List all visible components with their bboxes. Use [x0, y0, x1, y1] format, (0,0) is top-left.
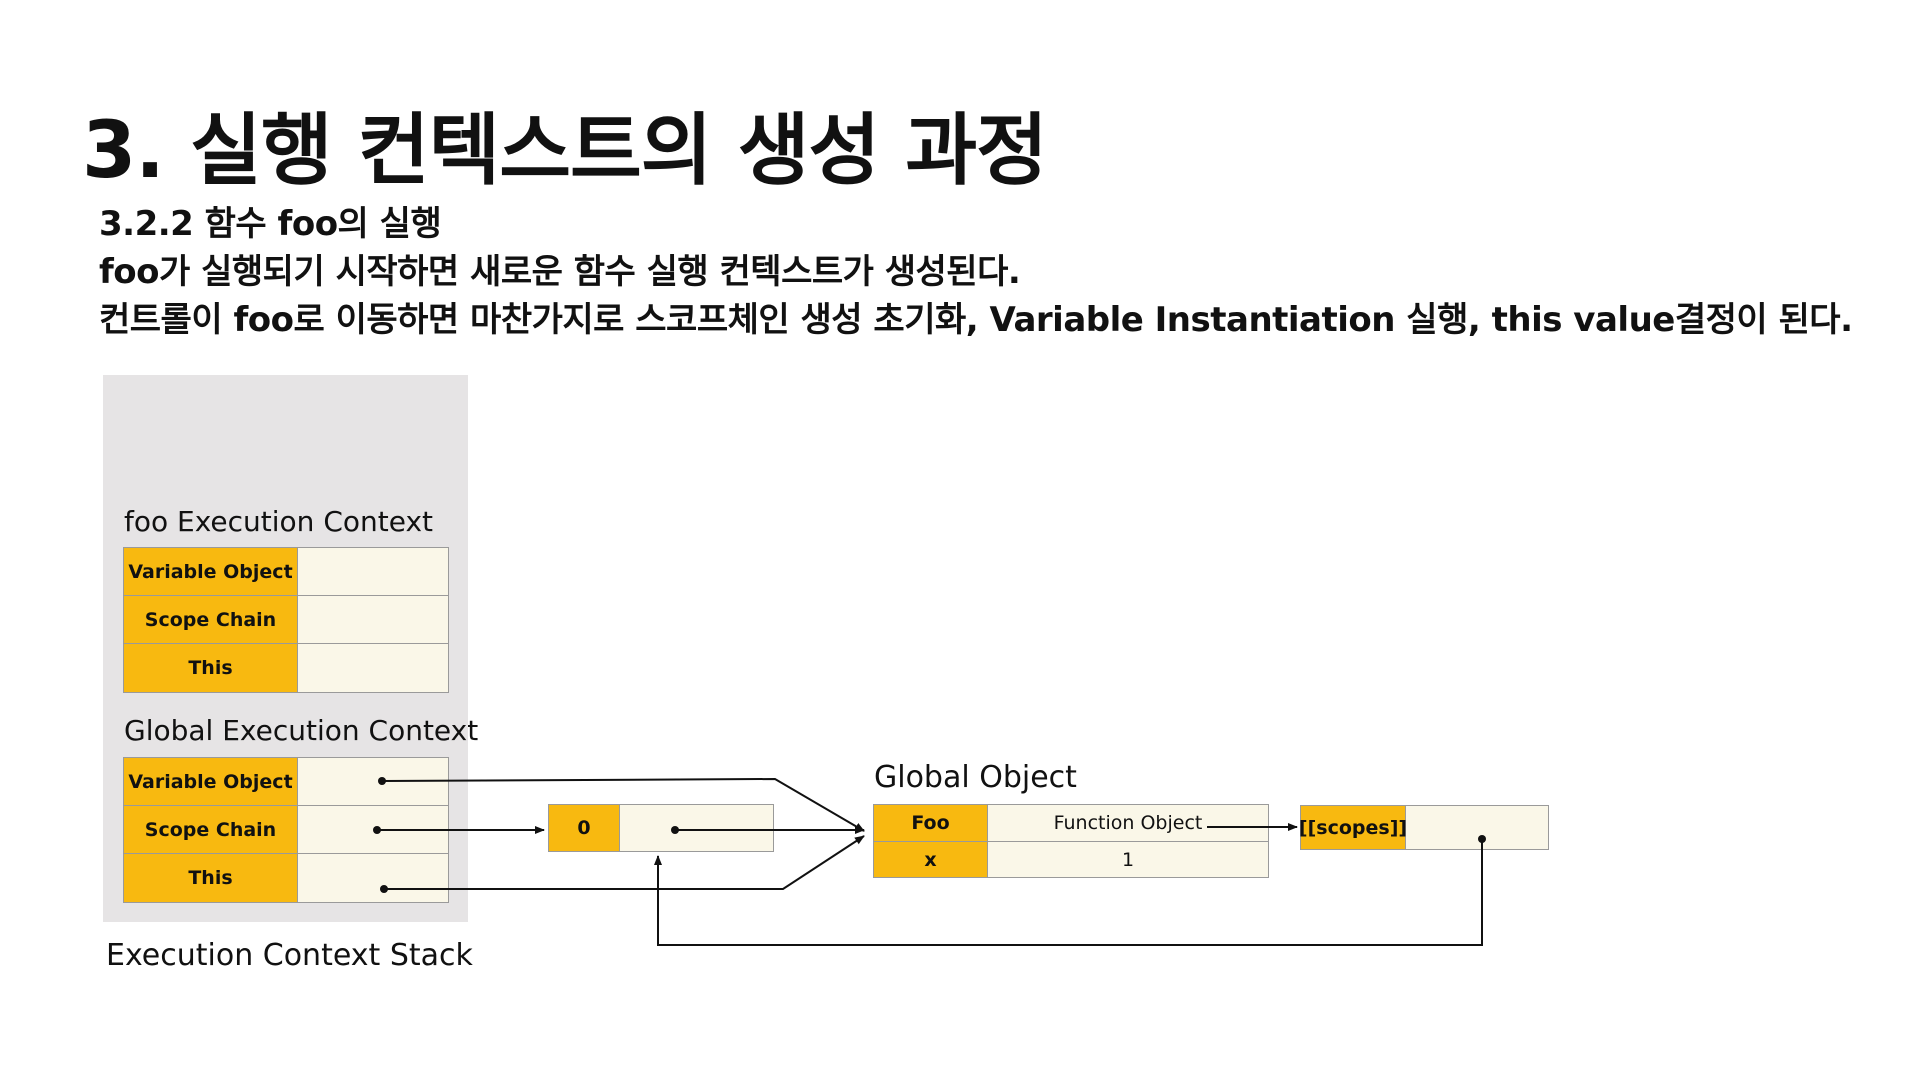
foo-context-table: Variable Object Scope Chain This — [123, 547, 449, 693]
global-object-value: 1 — [988, 842, 1268, 877]
scopes-back-arrow — [654, 839, 1483, 946]
global-object-value: Function Object — [988, 805, 1268, 841]
global-this-value — [298, 854, 448, 902]
global-context-label: Global Execution Context — [124, 714, 479, 747]
description-line-1: foo가 실행되기 시작하면 새로운 함수 실행 컨텍스트가 생성된다. — [99, 252, 1021, 292]
pointer-dot — [373, 826, 381, 834]
pointer-dot — [378, 777, 386, 785]
scope-chain-entry — [620, 805, 773, 851]
foo-scope-chain-value — [298, 596, 448, 644]
global-object-key: x — [874, 842, 988, 877]
global-object-table: Foo Function Object x 1 — [873, 804, 1269, 878]
pointer-dot — [671, 826, 679, 834]
pointer-dot — [380, 885, 388, 893]
global-object-key: Foo — [874, 805, 988, 841]
scopes-value — [1406, 806, 1548, 849]
foo-this-key: This — [124, 644, 298, 692]
scopes-box: [[scopes]] — [1299, 805, 1549, 850]
variable-object-arrow — [381, 777, 865, 832]
description-line-2: 컨트롤이 foo로 이동하면 마찬가지로 스코프체인 생성 초기화, Varia… — [99, 300, 1853, 340]
global-variable-object-key: Variable Object — [124, 758, 298, 806]
scopes-key: [[scopes]] — [1299, 806, 1407, 849]
global-context-table: Variable Object Scope Chain This — [123, 757, 449, 903]
stack-label: Execution Context Stack — [106, 938, 473, 973]
foo-variable-object-value — [298, 548, 448, 596]
section-subtitle: 3.2.2 함수 foo의 실행 — [99, 204, 442, 244]
foo-this-value — [298, 644, 448, 692]
foo-scope-chain-key: Scope Chain — [124, 596, 298, 644]
global-object-row: Foo Function Object — [874, 805, 1268, 841]
pointer-dot — [1478, 835, 1486, 843]
this-arrow — [384, 835, 865, 890]
global-object-label: Global Object — [874, 760, 1077, 795]
global-scope-chain-key: Scope Chain — [124, 806, 298, 854]
global-this-key: This — [124, 854, 298, 902]
scope-chain-index: 0 — [549, 805, 620, 851]
foo-variable-object-key: Variable Object — [124, 548, 298, 596]
global-variable-object-value — [298, 758, 448, 806]
scope-chain-list: 0 — [548, 804, 774, 852]
foo-context-label: foo Execution Context — [124, 505, 434, 538]
global-object-row: x 1 — [874, 841, 1268, 877]
page-title: 3. 실행 컨텍스트의 생성 과정 — [82, 106, 1048, 196]
